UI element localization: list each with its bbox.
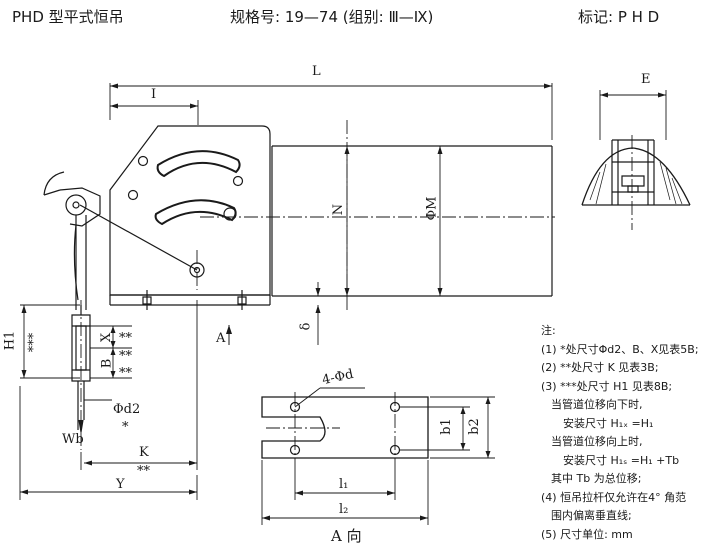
dimension-lines bbox=[20, 83, 666, 500]
dim-l2: l₂ bbox=[339, 502, 349, 517]
note-3e: 其中 Tb 为总位移; bbox=[551, 472, 642, 485]
dim-b: B bbox=[99, 358, 115, 369]
note-3b: 安装尺寸 H₁ₓ =H₁ bbox=[563, 416, 654, 430]
note-1: (1) *处尺寸Φd2、B、X见表5B; bbox=[541, 342, 699, 356]
pivot-lever bbox=[44, 172, 100, 310]
dim-delta: δ bbox=[298, 322, 314, 331]
note-3a: 当管道位移向下时, bbox=[551, 398, 643, 411]
drawing-title: PHD 型平式恒吊 bbox=[12, 8, 124, 26]
dim-phi-d2: Φd2 bbox=[113, 402, 141, 417]
note-5: (5) 尺寸单位: mm bbox=[541, 527, 633, 541]
dim-b1: b1 bbox=[438, 418, 454, 435]
dim-wb: Wb bbox=[62, 432, 84, 447]
dim-h1-stars: *** bbox=[26, 332, 42, 353]
a-view-arrows bbox=[262, 397, 491, 521]
dim-y: Y bbox=[116, 477, 125, 492]
dim-x-stars: ** bbox=[119, 331, 132, 346]
dim-phi-d2-star: * bbox=[122, 420, 129, 435]
note-3c: 当管道位移向上时, bbox=[551, 435, 643, 448]
dim-h1: H1 bbox=[2, 330, 18, 351]
side-plate bbox=[80, 126, 270, 310]
note-4a: (4) 恒吊拉杆仅允许在4° 角范 bbox=[541, 490, 687, 504]
dim-xb-stars: ** bbox=[119, 366, 132, 381]
dim-i: I bbox=[151, 87, 157, 102]
dim-e: E bbox=[641, 72, 651, 87]
view-a-label: A 向 bbox=[331, 527, 362, 545]
section-view-e bbox=[582, 140, 690, 205]
dim-n: N bbox=[331, 203, 347, 216]
note-3: (3) ***处尺寸 H1 见表8B; bbox=[541, 379, 673, 393]
notes-block: 注: (1) *处尺寸Φd2、B、X见表5B; (2) **处尺寸 K 见表3B… bbox=[541, 322, 699, 544]
note-4b: 围内偏离垂直线; bbox=[551, 509, 632, 522]
dim-phi-m: ΦM bbox=[424, 196, 440, 221]
view-direction-a: A bbox=[216, 331, 226, 346]
dim-k: K bbox=[139, 445, 149, 460]
a-view-dims bbox=[262, 388, 495, 525]
note-3d: 安装尺寸 H₁ₛ =H₁ +Tb bbox=[563, 453, 680, 467]
spring-cylinder bbox=[272, 146, 552, 296]
dim-b-stars: ** bbox=[119, 349, 132, 364]
dim-x: X bbox=[99, 332, 115, 343]
dim-b2: b2 bbox=[466, 418, 482, 435]
mark-label: 标记: P H D bbox=[578, 8, 660, 26]
notes-title: 注: bbox=[541, 324, 556, 337]
note-2: (2) **处尺寸 K 见表3B; bbox=[541, 361, 659, 374]
dim-l: L bbox=[312, 64, 321, 79]
dim-l1: l₁ bbox=[339, 477, 349, 492]
spec-number: 规格号: 19—74 (组别: Ⅲ—Ⅸ) bbox=[230, 8, 434, 26]
a-view-plate bbox=[262, 397, 428, 458]
dim-y-stars: ** bbox=[137, 464, 150, 479]
